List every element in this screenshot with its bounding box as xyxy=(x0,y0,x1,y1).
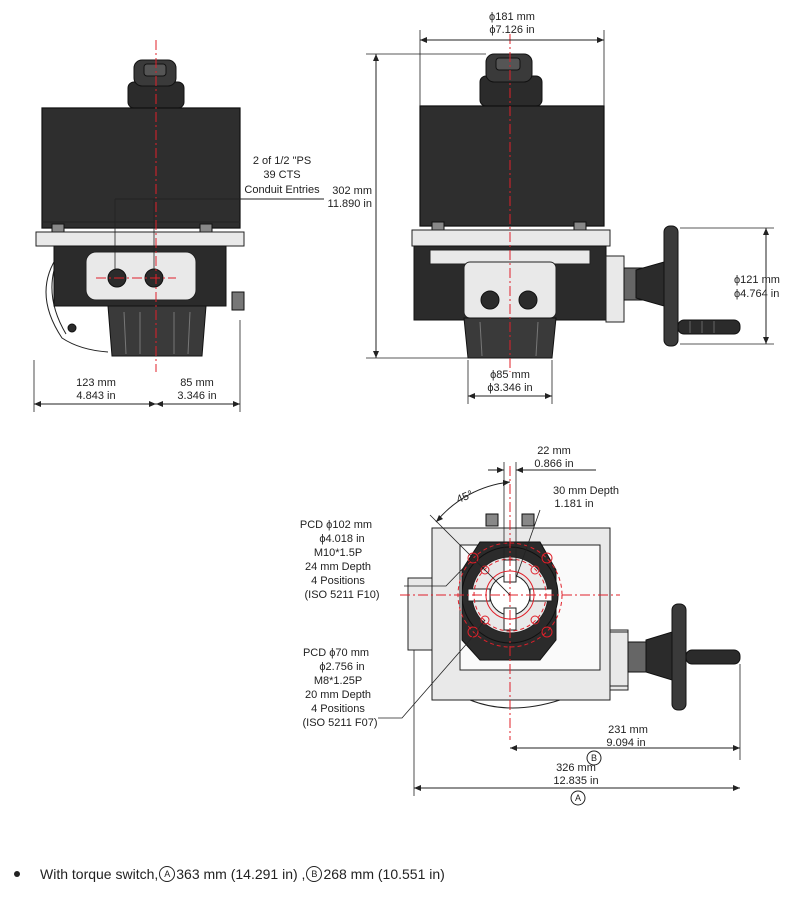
pcd-large-line6: (ISO 5211 F10) xyxy=(305,589,380,601)
dim-a-marker: A xyxy=(575,793,581,803)
pcd-large-line2: ϕ4.018 in xyxy=(319,533,364,545)
pcd-small-line2: ϕ2.756 in xyxy=(319,661,364,673)
bottom-view xyxy=(378,462,741,806)
dim-right-mm: 85 mm xyxy=(180,377,214,389)
dim-base-dia-in: ϕ3.346 in xyxy=(487,382,532,394)
dim-b-in: 9.094 in xyxy=(606,737,645,749)
dim-right-in: 3.346 in xyxy=(177,390,216,402)
dim-handwheel-in: ϕ4.764 in xyxy=(734,288,779,300)
dim-top-dia-mm: ϕ181 mm xyxy=(489,11,535,23)
bullet-icon xyxy=(14,871,20,877)
dim-b-marker: B xyxy=(591,753,597,763)
dim-left-mm: 123 mm xyxy=(76,377,116,389)
pcd-large-line1: PCD ϕ102 mm xyxy=(300,519,372,531)
pcd-small-line3: M8*1.25P xyxy=(314,675,362,687)
dim-a-mm: 326 mm xyxy=(556,762,596,774)
dim-b-mm: 231 mm xyxy=(608,724,648,736)
dim-depth-in: 1.181 in xyxy=(554,498,593,510)
pcd-small-line4: 20 mm Depth xyxy=(305,689,371,701)
note-a-marker: A xyxy=(159,866,176,882)
dim-handwheel-mm: ϕ121 mm xyxy=(734,274,780,286)
dim-key-in: 0.866 in xyxy=(534,458,573,470)
dim-height-in: 11.890 in xyxy=(328,198,372,210)
dim-height-mm: 302 mm xyxy=(332,185,372,197)
note-b-value: 268 mm (10.551 in) xyxy=(323,866,445,882)
conduit-label-1: 2 of 1/2 "PS xyxy=(253,155,311,167)
dim-key-mm: 22 mm xyxy=(537,445,571,457)
dim-base-dia-mm: ϕ85 mm xyxy=(490,369,530,381)
dim-a-in: 12.835 in xyxy=(553,775,598,787)
note-a-value: 363 mm (14.291 in) , xyxy=(176,866,306,882)
dim-depth-mm: 30 mm Depth xyxy=(553,485,619,497)
dim-top-dia-in: ϕ7.126 in xyxy=(489,24,534,36)
side-view-right xyxy=(366,30,774,404)
pcd-small-line5: 4 Positions xyxy=(311,703,365,715)
pcd-large-line4: 24 mm Depth xyxy=(305,561,371,573)
pcd-large-line5: 4 Positions xyxy=(311,575,365,587)
conduit-label-3: Conduit Entries xyxy=(244,184,320,196)
torque-switch-note: With torque switch, A 363 mm (14.291 in)… xyxy=(14,864,445,884)
pcd-small-line6: (ISO 5211 F07) xyxy=(303,717,378,729)
dim-left-in: 4.843 in xyxy=(76,390,115,402)
dim-angle: 45° xyxy=(455,489,475,506)
note-b-marker: B xyxy=(306,866,323,882)
pcd-large-line3: M10*1.5P xyxy=(314,547,362,559)
side-view-left xyxy=(33,40,324,412)
pcd-small-line1: PCD ϕ70 mm xyxy=(303,647,369,659)
conduit-label-2: 39 CTS xyxy=(263,169,300,181)
note-text: With torque switch, xyxy=(40,866,159,882)
actuator-dimension-drawing: 123 mm 4.843 in 85 mm 3.346 in 2 of 1/2 … xyxy=(33,11,780,806)
